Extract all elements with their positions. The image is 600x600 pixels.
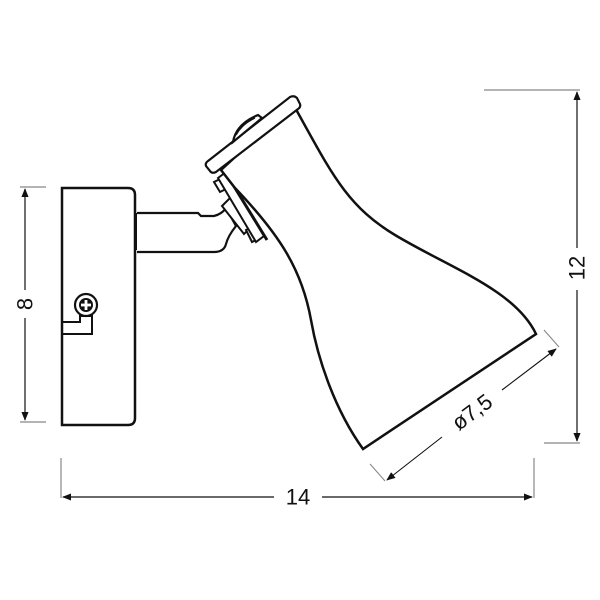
dimension-label-14: 14 xyxy=(286,485,310,510)
dimension-width-total: 14 xyxy=(60,458,535,510)
swivel-joint xyxy=(212,170,269,244)
cap-knob-icon xyxy=(231,113,264,145)
mounting-screw-icon xyxy=(73,292,99,318)
dimension-label-8: 8 xyxy=(13,298,38,310)
wall-mount-plate xyxy=(60,186,138,427)
dimension-label-diameter: ø7,5 xyxy=(447,389,497,435)
shade xyxy=(219,102,538,451)
dimension-height-base: 8 xyxy=(13,186,46,423)
dimension-label-12: 12 xyxy=(565,256,590,280)
arm xyxy=(137,205,238,254)
shade-end-cap xyxy=(204,95,302,174)
dimension-height-total: 12 xyxy=(484,89,590,444)
